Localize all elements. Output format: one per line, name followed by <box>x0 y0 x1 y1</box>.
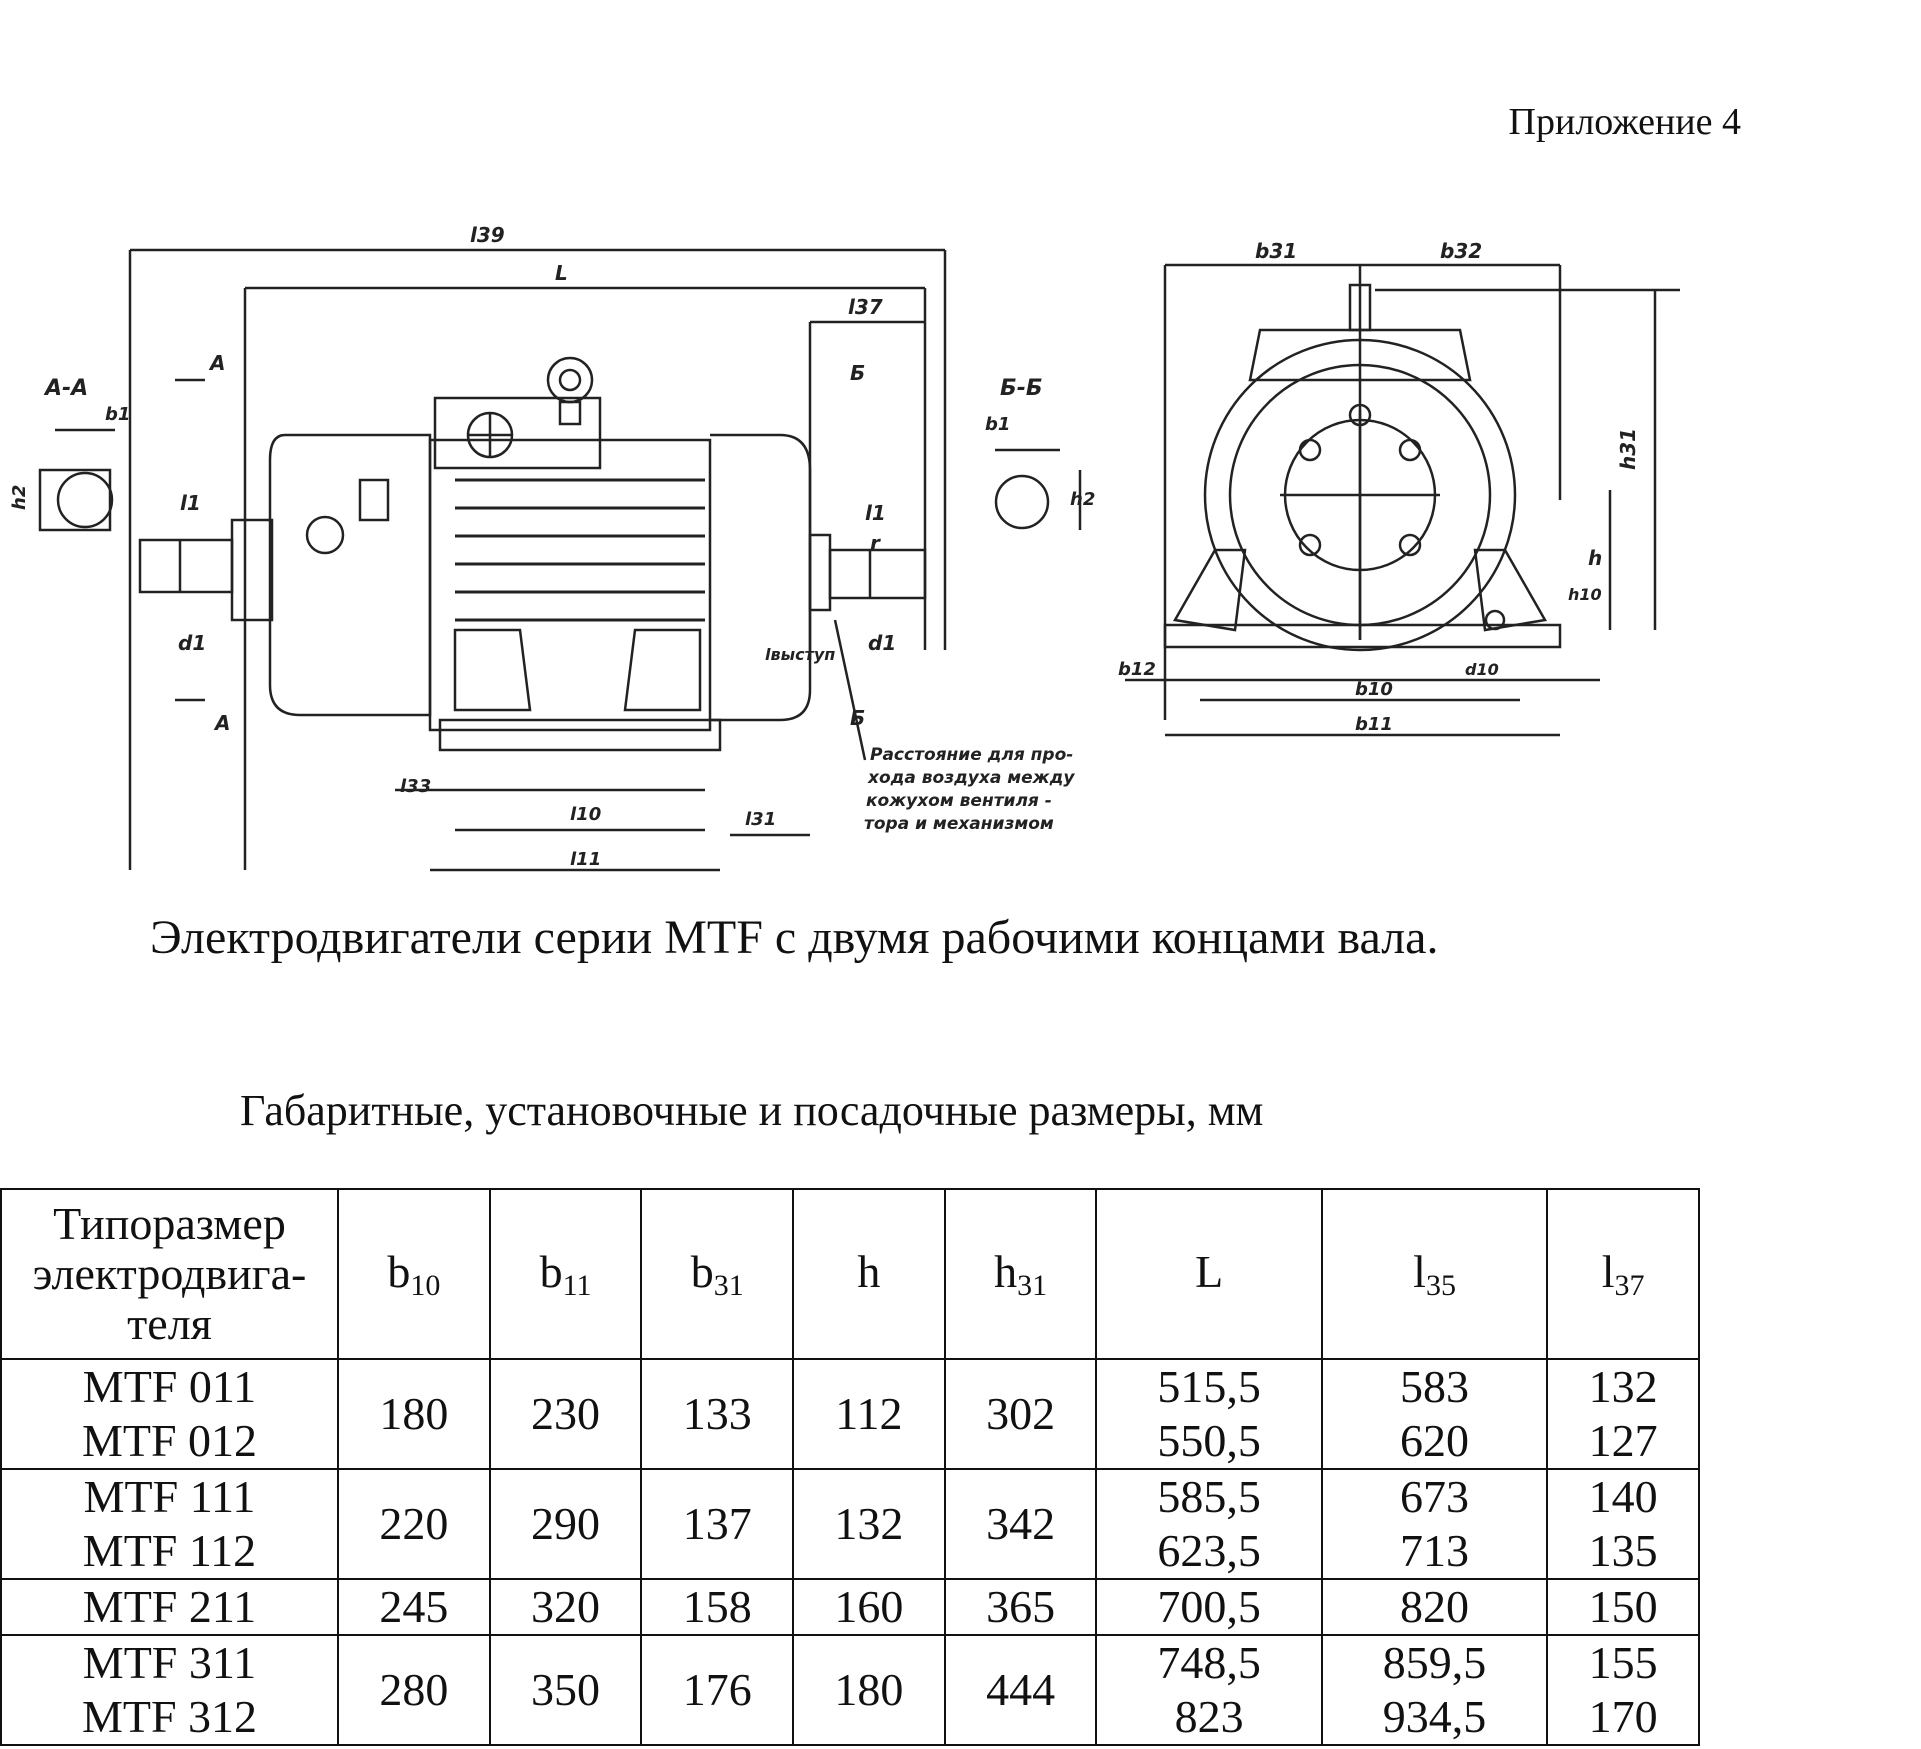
dim-b1-bb: b1 <box>985 414 1010 435</box>
cell-b10: 245 <box>337 1578 491 1636</box>
dim-d1-left: d1 <box>178 631 206 655</box>
cell-b10: 220 <box>337 1468 491 1580</box>
section-aa-label: А-А <box>43 376 88 401</box>
cell-l37: 150 <box>1546 1578 1700 1636</box>
cell-b31: 158 <box>640 1578 795 1636</box>
cell-h31: 342 <box>943 1468 1098 1580</box>
dim-l1-left: l1 <box>180 491 201 515</box>
header-l35: l35 <box>1320 1188 1549 1360</box>
dim-r: r <box>870 531 881 555</box>
header-L: L <box>1095 1188 1323 1360</box>
appendix-label: Приложение 4 <box>1508 101 1741 143</box>
note-line-1: Расстояние для про- <box>870 745 1073 765</box>
mark-b-top: Б <box>850 361 865 385</box>
cell-b11: 230 <box>488 1358 643 1470</box>
note-line-3: кожухом вентиля - <box>866 791 1052 811</box>
cell-h: 160 <box>792 1578 946 1636</box>
cell-b31: 137 <box>640 1468 795 1580</box>
header-h31: h31 <box>943 1188 1098 1360</box>
section-bb: Б-Б b1 h2 <box>985 376 1095 530</box>
dim-h2-bb: h2 <box>1070 489 1095 510</box>
cell-b10: 280 <box>337 1634 491 1746</box>
dim-h10: h10 <box>1568 585 1602 604</box>
dim-l39: l39 <box>470 223 505 247</box>
cell-L: 700,5 <box>1095 1578 1323 1636</box>
side-view: l39 L l37 <box>128 223 1075 872</box>
dimensions-table: Типоразмер электродвига- теля b10 b11 b3… <box>0 1188 1700 1746</box>
cell-l35: 820 <box>1320 1578 1549 1636</box>
dim-h: h <box>1588 546 1602 570</box>
dim-l37: l37 <box>848 295 883 319</box>
figure-caption: Электродвигатели серии MTF с двумя рабоч… <box>150 911 1439 964</box>
cell-b10: 180 <box>337 1358 491 1470</box>
cell-models: MTF 211 <box>0 1578 339 1636</box>
header-l37: l37 <box>1546 1188 1700 1360</box>
dim-b32: b32 <box>1440 239 1482 263</box>
dim-L: L <box>555 261 568 285</box>
cell-b11: 320 <box>488 1578 643 1636</box>
table-title: Габаритные, установочные и посадочные ра… <box>240 1086 1264 1135</box>
cell-h31: 365 <box>943 1578 1098 1636</box>
dim-b10: b10 <box>1355 679 1393 700</box>
end-view: b31 b32 h31 h h10 b12 d10 b10 b11 <box>1118 239 1680 737</box>
dim-l1-right: l1 <box>865 501 886 525</box>
dim-d10: d10 <box>1465 660 1499 679</box>
dim-l33: l33 <box>400 776 431 797</box>
table-row: MTF 211 245 320 158 160 365 700,5 820 15… <box>0 1578 1700 1636</box>
dim-l-shaft: lвыступ <box>765 645 835 664</box>
cell-h: 180 <box>792 1634 946 1746</box>
section-bb-label: Б-Б <box>1000 376 1043 401</box>
note-line-2: хода воздуха между <box>867 768 1075 788</box>
cell-b11: 350 <box>488 1634 643 1746</box>
dim-b1-aa: b1 <box>105 404 130 425</box>
dim-d1-right: d1 <box>868 631 896 655</box>
section-aa: А-А b1 h2 <box>9 376 130 532</box>
dim-b31: b31 <box>1255 239 1297 263</box>
header-b10: b10 <box>337 1188 491 1360</box>
dim-l31: l31 <box>745 809 776 830</box>
motor-drawing: l39 L l37 <box>0 220 1921 920</box>
cell-b11: 290 <box>488 1468 643 1580</box>
dim-l10: l10 <box>570 804 601 825</box>
header-h: h <box>792 1188 946 1360</box>
header-model-line-3: теля <box>127 1298 212 1349</box>
header-model-line-1: Типоразмер <box>53 1198 286 1249</box>
dim-l11: l11 <box>570 849 601 870</box>
cell-b31: 133 <box>640 1358 795 1470</box>
mark-a-top: А <box>208 351 225 375</box>
header-model: Типоразмер электродвига- теля <box>0 1188 339 1360</box>
header-model-line-2: электродвига- <box>32 1248 307 1299</box>
cell-h: 112 <box>792 1358 946 1470</box>
dim-h2-aa: h2 <box>9 485 30 510</box>
cell-h: 132 <box>792 1468 946 1580</box>
table-header-row: Типоразмер электродвига- теля b10 b11 b3… <box>0 1188 1700 1360</box>
cell-b31: 176 <box>640 1634 795 1746</box>
dim-h31: h31 <box>1616 428 1640 470</box>
header-b31: b31 <box>640 1188 795 1360</box>
mark-a-bottom: А <box>213 711 230 735</box>
cell-h31: 302 <box>943 1358 1098 1470</box>
dim-b12: b12 <box>1118 659 1156 680</box>
note-line-4: тора и механизмом <box>864 814 1054 834</box>
dim-b11: b11 <box>1355 714 1393 735</box>
header-b11: b11 <box>488 1188 643 1360</box>
cell-h31: 444 <box>943 1634 1098 1746</box>
